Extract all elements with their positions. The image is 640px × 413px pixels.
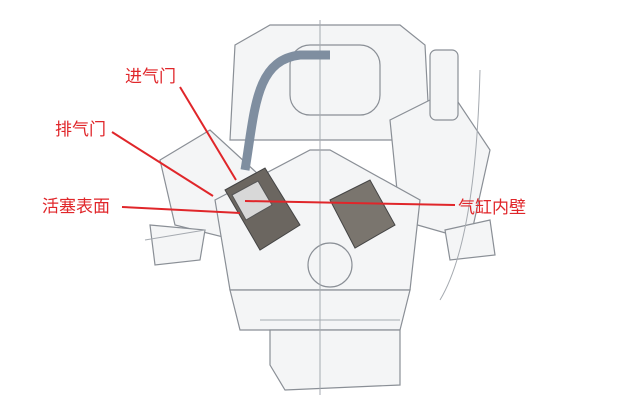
intake-valve-label: 进气门 (125, 67, 176, 87)
exhaust-valve-label: 排气门 (55, 120, 106, 140)
intake-valve-leader-line (179, 86, 237, 181)
cylinder-wall-label: 气缸内壁 (458, 198, 526, 218)
right-cylinder (329, 179, 396, 249)
intake-pipe (240, 50, 330, 171)
exhaust-valve-leader-line (111, 131, 214, 197)
piston-surface-leader-line (121, 206, 241, 214)
cylinder-wall-leader-line (244, 200, 456, 206)
piston-surface-label: 活塞表面 (42, 197, 110, 217)
